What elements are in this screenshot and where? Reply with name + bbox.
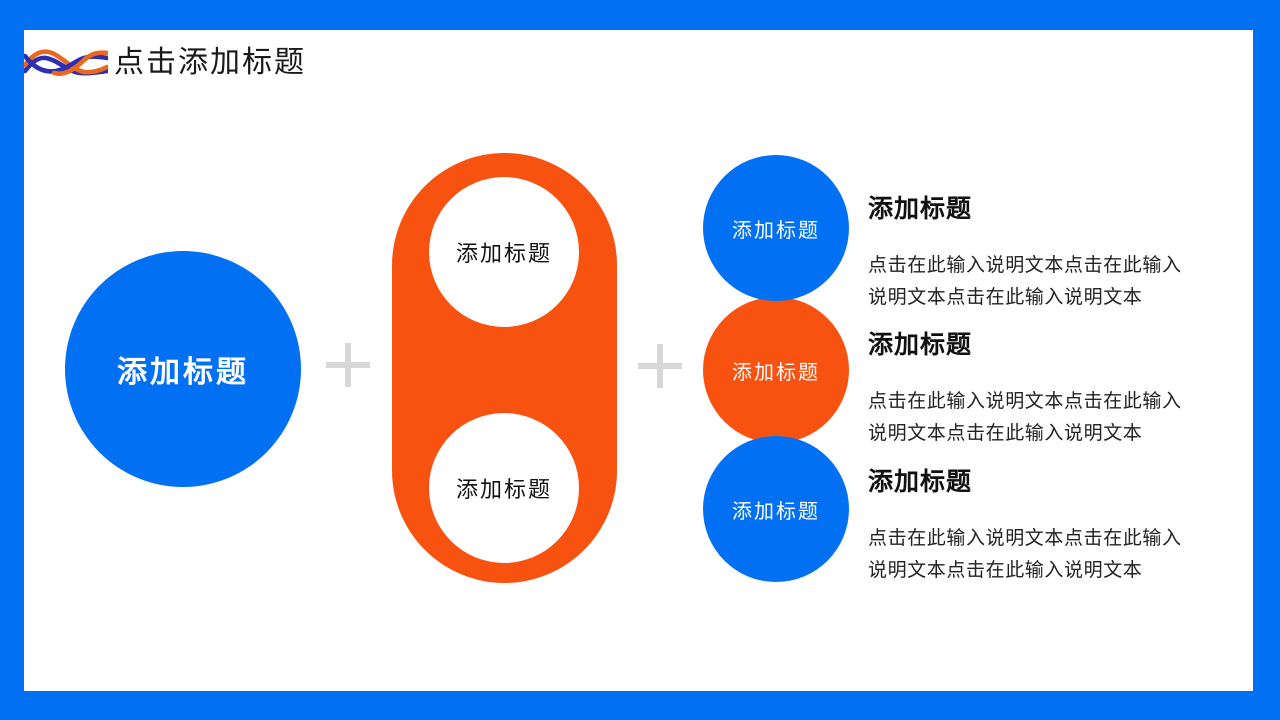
capsule-shape: 添加标题 添加标题 <box>392 153 617 583</box>
item-body-line: 点击在此输入说明文本点击在此输入 <box>868 391 1182 412</box>
item-body-line: 说明文本点击在此输入说明文本 <box>868 560 1143 581</box>
item-text-block-3: 添加标题 点击在此输入说明文本点击在此输入 说明文本点击在此输入说明文本 <box>868 465 1218 587</box>
item-body-line: 说明文本点击在此输入说明文本 <box>868 423 1143 444</box>
plus-icon <box>638 344 682 388</box>
item-circle-1[interactable]: 添加标题 <box>703 155 849 301</box>
item-body[interactable]: 点击在此输入说明文本点击在此输入 说明文本点击在此输入说明文本 <box>868 386 1218 450</box>
item-circle-3-label: 添加标题 <box>732 500 820 523</box>
item-body-line: 点击在此输入说明文本点击在此输入 <box>868 528 1182 549</box>
capsule-bottom-label: 添加标题 <box>455 477 552 502</box>
item-body-line: 点击在此输入说明文本点击在此输入 <box>868 255 1182 276</box>
item-text-block-2: 添加标题 点击在此输入说明文本点击在此输入 说明文本点击在此输入说明文本 <box>868 328 1218 450</box>
capsule-top-label: 添加标题 <box>455 241 552 266</box>
item-circle-2[interactable]: 添加标题 <box>703 297 849 443</box>
item-circle-2-label: 添加标题 <box>732 361 820 384</box>
item-circle-3[interactable]: 添加标题 <box>703 436 849 582</box>
item-body-line: 说明文本点击在此输入说明文本 <box>868 287 1143 308</box>
item-body[interactable]: 点击在此输入说明文本点击在此输入 说明文本点击在此输入说明文本 <box>868 250 1218 314</box>
page-title[interactable]: 点击添加标题 <box>114 46 306 79</box>
capsule-top-circle[interactable]: 添加标题 <box>429 177 579 327</box>
plus-icon <box>326 343 370 387</box>
intertwined-ribbons-logo-icon <box>24 49 108 76</box>
item-heading[interactable]: 添加标题 <box>868 331 973 359</box>
item-heading[interactable]: 添加标题 <box>868 195 973 223</box>
item-body[interactable]: 点击在此输入说明文本点击在此输入 说明文本点击在此输入说明文本 <box>868 523 1218 587</box>
left-title-circle[interactable]: 添加标题 <box>65 251 301 487</box>
left-circle-label: 添加标题 <box>117 356 249 389</box>
item-circle-1-label: 添加标题 <box>732 219 820 242</box>
capsule-bottom-circle[interactable]: 添加标题 <box>429 413 579 563</box>
item-text-block-1: 添加标题 点击在此输入说明文本点击在此输入 说明文本点击在此输入说明文本 <box>868 192 1218 314</box>
item-heading[interactable]: 添加标题 <box>868 468 973 496</box>
